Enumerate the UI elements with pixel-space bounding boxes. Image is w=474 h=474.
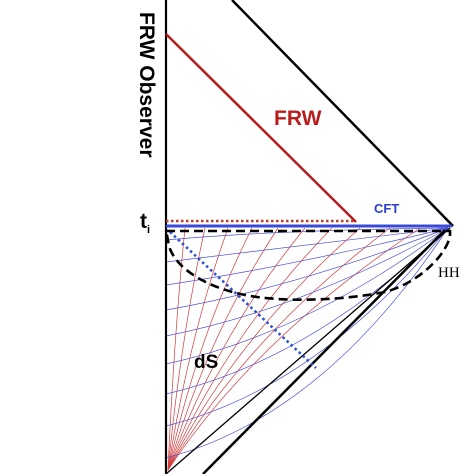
- upper-diagonal-boundary: [231, 0, 454, 227]
- ds-red-grid-curve: [167, 227, 206, 471]
- hh-label: HH: [438, 265, 460, 281]
- ds-red-grid-curve: [167, 227, 229, 471]
- ds-blue-grid-curve: [165, 227, 449, 427]
- ds-red-grid-curve: [167, 227, 306, 471]
- ds-red-grid-curve: [167, 227, 186, 471]
- ds-blue-grid-curve: [165, 227, 449, 286]
- ds-red-grid-curve: [167, 227, 391, 471]
- ds-red-grid-curve: [167, 227, 333, 471]
- frw-label: FRW: [274, 107, 322, 130]
- blue-dotted-diagonal: [169, 231, 317, 369]
- ds-blue-grid-curve: [165, 227, 449, 459]
- lower-diagonal-boundary: [202, 229, 446, 474]
- ds-blue-grid-curve: [165, 227, 449, 241]
- inner-lower-diagonal: [165, 227, 451, 474]
- ds-label: dS: [194, 352, 218, 373]
- ti-label: ti: [140, 210, 150, 236]
- ds-blue-grid-curve: [165, 227, 449, 337]
- hh-dashed-curve: [164, 229, 452, 302]
- ti-label-main: t: [140, 210, 147, 233]
- ds-red-grid-curve: [167, 227, 421, 471]
- ds-blue-grid-curve: [165, 227, 449, 311]
- cft-label: CFT: [374, 201, 399, 216]
- frw-observer-label: FRW Observer: [135, 12, 158, 158]
- ds-red-grid-curve: [167, 227, 279, 471]
- ds-blue-grid: [165, 227, 449, 459]
- ds-red-grid: [167, 227, 421, 471]
- ti-label-sub: i: [147, 224, 150, 236]
- ds-red-grid-curve: [167, 227, 361, 471]
- ds-red-grid-curve: [167, 227, 253, 471]
- frw-diagonal-line: [165, 33, 357, 223]
- ds-blue-grid-curve: [165, 227, 449, 365]
- ds-blue-grid-curve: [165, 227, 449, 263]
